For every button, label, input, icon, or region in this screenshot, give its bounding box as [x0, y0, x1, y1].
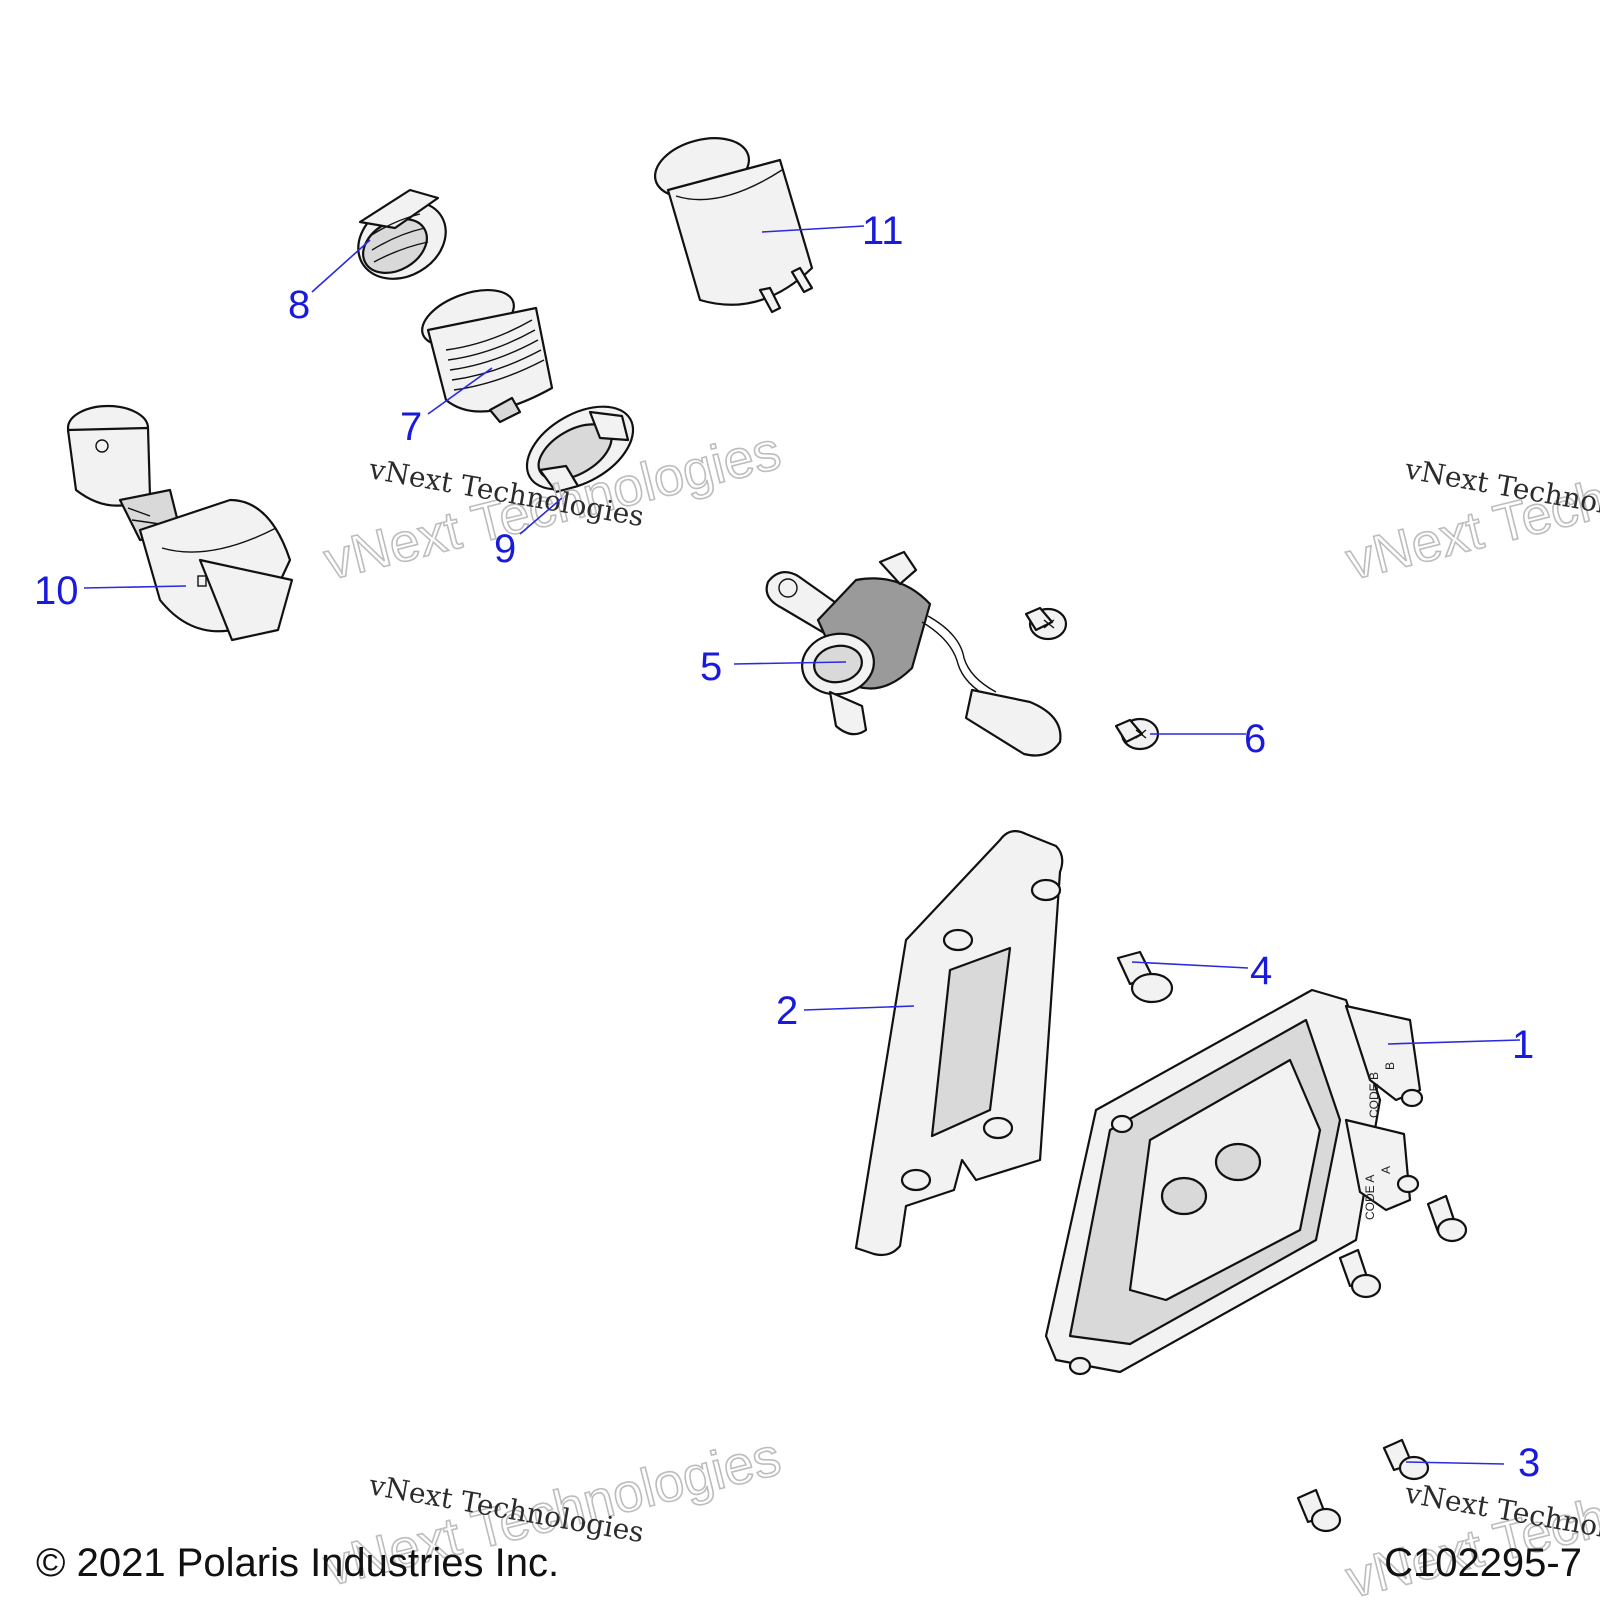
watermark-top-right: vNext Technol vNext Technol: [1340, 451, 1600, 593]
callout-4: 4: [1250, 949, 1272, 993]
part-2-bracket: [854, 829, 1064, 1257]
callouts: 1 2 3 4 5 6 7 8 9 10 11: [34, 209, 1540, 1485]
copyright-text: © 2021 Polaris Industries Inc.: [36, 1541, 559, 1585]
leader-lines: [83, 225, 1521, 1465]
callout-1: 1: [1512, 1023, 1534, 1067]
leader-1: [1387, 1039, 1521, 1045]
part-3-screws: [1296, 1194, 1468, 1533]
leader-2: [803, 1005, 915, 1011]
screw-c: [1382, 1438, 1430, 1481]
screw-b: [1338, 1248, 1382, 1299]
part-4-push-rivet: [1116, 950, 1174, 1004]
part-9-lock-nut: [525, 405, 635, 494]
leader-8: [311, 239, 371, 293]
part-6-bolt-upper: [1024, 606, 1068, 641]
screw-d: [1296, 1488, 1342, 1533]
part-11-relay: [653, 137, 814, 314]
module-code-a: CODE A: [1363, 1175, 1377, 1220]
leader-7: [427, 367, 493, 415]
callout-11: 11: [862, 209, 904, 253]
module-code-b-letter: B: [1383, 1062, 1397, 1070]
drawing-id: C102295-7: [1384, 1541, 1582, 1585]
callout-8: 8: [288, 283, 310, 327]
module-code-a-letter: A: [1379, 1166, 1393, 1174]
part-7-socket: [421, 289, 554, 424]
leader-11: [761, 225, 865, 233]
leader-5: [733, 661, 847, 665]
callout-5: 5: [700, 645, 722, 689]
leader-9: [519, 497, 563, 535]
module-code-b: CODE B: [1367, 1072, 1381, 1118]
leader-3: [1405, 1461, 1505, 1465]
leader-10: [83, 585, 187, 589]
callout-6: 6: [1244, 717, 1266, 761]
callout-7: 7: [400, 405, 422, 449]
part-5-sensor: [765, 550, 1062, 757]
screw-a: [1426, 1194, 1468, 1243]
callout-9: 9: [494, 527, 516, 571]
part-8-nut: [357, 188, 447, 280]
callout-3: 3: [1518, 1441, 1540, 1485]
part-10-key-switch: [66, 404, 294, 642]
callout-2: 2: [776, 989, 798, 1033]
callout-10: 10: [34, 569, 79, 613]
part-1-control-module: CODE B B CODE A A: [1044, 988, 1424, 1376]
leader-4: [1131, 961, 1249, 969]
